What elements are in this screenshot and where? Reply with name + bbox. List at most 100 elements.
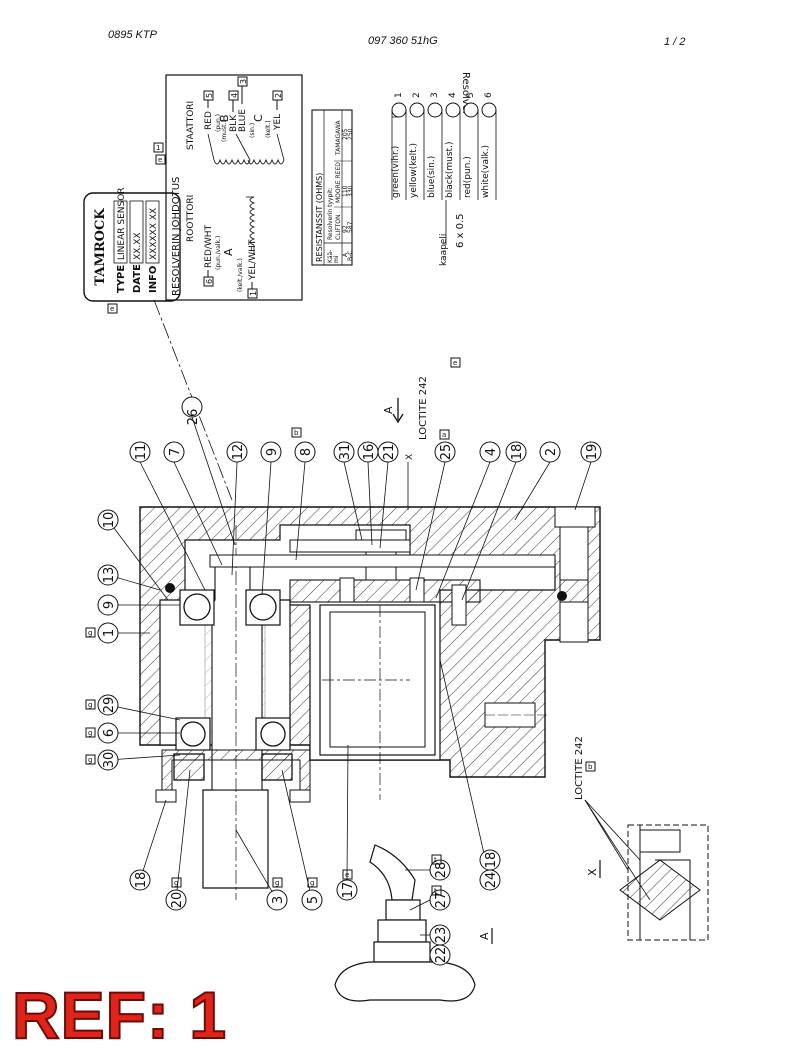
- callout-18: 18: [510, 444, 525, 461]
- resistance-col-mi: mi: [333, 255, 340, 263]
- nameplate-row-value: XX.XX: [133, 232, 143, 260]
- callout-8: 8: [299, 448, 314, 456]
- callout-13: 13: [102, 567, 117, 584]
- callout-24: 24: [484, 872, 499, 889]
- resistance-value: 205: [342, 128, 349, 140]
- resistance-row-label: A: [342, 252, 349, 257]
- flag-b: b: [294, 429, 299, 437]
- resistance-type: TAMAGAWA: [335, 119, 342, 156]
- stator-terminal-name: RED: [204, 111, 214, 130]
- stator-terminal-name: BLUE: [238, 109, 248, 132]
- rotor-terminal-name: RED/WHT: [204, 224, 214, 268]
- callout-7: 7: [168, 448, 183, 456]
- wire-color: green(vihr.): [391, 146, 401, 198]
- callout-16: 16: [362, 444, 377, 461]
- resistance-type: CLIFTON: [335, 214, 342, 240]
- wiring-title: RESOLVERIN JOHDOTUS: [171, 177, 182, 296]
- callout-12: 12: [231, 444, 246, 461]
- stator-terminal-sub: (must.): [221, 120, 228, 142]
- flag-one: 1: [156, 144, 160, 152]
- resistance-value: 110: [342, 185, 349, 197]
- callout-20: 20: [170, 892, 185, 909]
- view-a-label: A: [478, 932, 491, 940]
- stator-terminal-sub: (pun.): [215, 114, 222, 132]
- callout-29: 29: [102, 697, 117, 714]
- stator-coil-label: C: [252, 114, 265, 122]
- wire-color: red(pun.): [463, 156, 473, 198]
- section-a-label: A: [382, 406, 395, 414]
- nameplate: TAMROCK TYPE LINEAR SENSOR DATE XX.XX IN…: [83, 187, 181, 302]
- nameplate-rows: TYPE LINEAR SENSOR DATE XX.XX INFO XXXXX…: [113, 187, 160, 293]
- pin-number: 4: [448, 92, 458, 98]
- resistance-row-label: B-C: [347, 251, 354, 261]
- stator-coil-label: B: [218, 114, 231, 122]
- rotor-coil-label: A: [222, 248, 235, 256]
- callout-19: 19: [585, 444, 600, 461]
- pin-number: 2: [412, 92, 422, 98]
- header-left-code: 0895 KTP: [108, 29, 157, 41]
- header-drawing-number: 097 360 51hG: [368, 35, 438, 47]
- wire-color: white(valk.): [481, 145, 491, 198]
- loctite-note-top: LOCTITE 242: [418, 376, 429, 440]
- callout-31: 31: [338, 444, 353, 461]
- cable-size: 6 x 0.5: [455, 213, 466, 248]
- kaapeli-label: kaapeli: [439, 234, 449, 266]
- callout-10: 10: [102, 512, 117, 529]
- callout-6: 6: [102, 729, 117, 737]
- terminal-number: 1: [249, 291, 258, 296]
- main-assembly: [139, 506, 601, 900]
- callout-23: 23: [434, 927, 449, 944]
- callout-18c: 18: [484, 852, 499, 869]
- flag-e: e: [453, 359, 457, 367]
- rotor-terminal-sub: (pun./valk.): [215, 236, 222, 270]
- stator-label: STAATTORI: [186, 101, 196, 150]
- header-page-number: 1 / 2: [664, 36, 686, 48]
- nameplate-row-label: TYPE: [116, 265, 127, 293]
- terminal-number: 2: [274, 93, 283, 98]
- callout-25: 25: [439, 444, 454, 461]
- pin-number: 6: [484, 92, 494, 98]
- flag-a: a: [442, 431, 446, 439]
- flag-t: t: [434, 856, 437, 864]
- callout-11: 11: [134, 444, 149, 461]
- loctite-note-bottom: LOCTITE 242: [574, 736, 585, 800]
- callout-2: 2: [544, 448, 559, 456]
- view-x-label: X: [586, 868, 599, 876]
- resistance-col-kaa: Kää-: [327, 250, 334, 263]
- flag-e: e: [110, 305, 114, 313]
- resistance-table: RESISTANSSIT (OHMS) Kää- mi Resolverin t…: [311, 109, 354, 266]
- wire-color: yellow(kelt.): [409, 143, 419, 198]
- rotor-terminal-name: YEL/WHT: [248, 239, 258, 281]
- detail-x: [584, 799, 709, 941]
- callout-3: 3: [271, 896, 286, 904]
- resistance-value: 250: [347, 128, 354, 140]
- callout-18b: 18: [134, 872, 149, 889]
- wire-color: blue(sin.): [427, 156, 437, 198]
- nameplate-row-label: DATE: [132, 264, 143, 293]
- resolver-title: Resolver: [460, 72, 471, 116]
- pin-circles: [391, 102, 497, 118]
- callout-9: 9: [265, 448, 280, 456]
- resolver-wiring-box: RESOLVERIN JOHDOTUS ROOTTORI STAATTORI 6…: [153, 74, 303, 301]
- resolver-cable: Resolver 1 2 3 4 5 6 green(vihr.) yellow…: [391, 72, 497, 266]
- stator-terminal-sub: (sin.): [249, 123, 256, 138]
- callout-1: 1: [102, 629, 117, 637]
- nameplate-row-value: XXXXXX XX: [149, 208, 159, 260]
- callout-9b: 9: [102, 601, 117, 609]
- cable-connector: [334, 844, 476, 1002]
- callout-21: 21: [382, 444, 397, 461]
- flag-g: g: [310, 879, 314, 887]
- pin-number: 3: [430, 92, 440, 98]
- resistance-type: MOORE REED: [335, 162, 342, 203]
- callout-30: 30: [102, 752, 117, 769]
- resistance-title: RESISTANSSIT (OHMS): [315, 173, 324, 262]
- nameplate-row-label: INFO: [148, 266, 159, 293]
- callout-27: 27: [434, 892, 449, 909]
- terminal-number: 3: [239, 79, 248, 84]
- callout-28: 28: [434, 862, 449, 879]
- resistance-value: 330: [347, 185, 354, 197]
- rotor-terminal-sub: (kelt./valk.): [237, 258, 244, 292]
- flag-t: t: [434, 887, 437, 895]
- stator-terminal-name: YEL: [273, 114, 283, 131]
